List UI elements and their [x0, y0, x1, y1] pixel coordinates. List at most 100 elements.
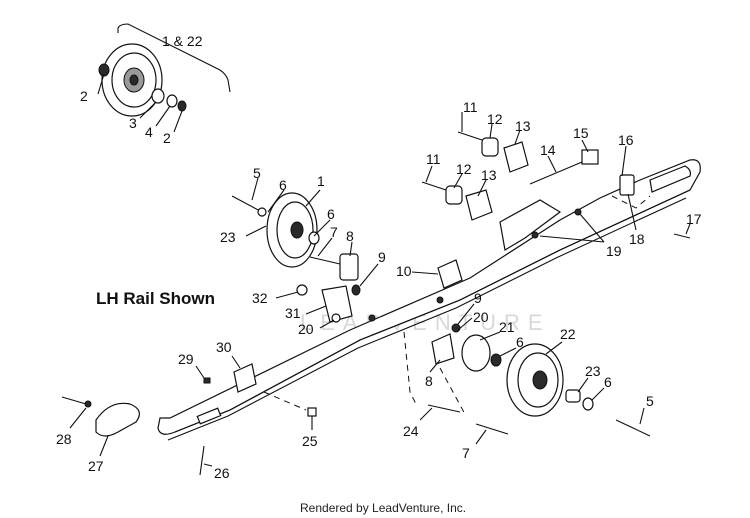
callout-22: 22	[560, 326, 576, 342]
leader-9a	[359, 263, 379, 287]
leader-15	[581, 139, 589, 153]
leader-19a	[539, 235, 605, 243]
callout-30: 30	[216, 339, 232, 355]
lower-wheel-washer	[582, 397, 594, 411]
leader-lines	[69, 73, 691, 467]
callout-7b: 7	[462, 445, 470, 461]
callout-15: 15	[573, 125, 589, 141]
callout-13b: 13	[481, 167, 497, 183]
callout-2a: 2	[80, 88, 88, 104]
leader-9b	[457, 303, 475, 325]
callout-10: 10	[396, 263, 412, 279]
callout-8a: 8	[346, 228, 354, 244]
clip-29	[203, 377, 211, 384]
leader-8a	[349, 241, 353, 257]
leader-11b	[425, 165, 433, 183]
wheel-bore	[129, 74, 139, 86]
bumper-30	[233, 363, 257, 393]
leader-31	[305, 305, 327, 315]
plate-31	[321, 285, 353, 323]
leader-4	[155, 105, 171, 127]
leader-14	[547, 155, 557, 173]
leader-32	[275, 291, 299, 299]
wheel-21	[461, 334, 491, 372]
leader-12b	[453, 173, 463, 189]
leader-7b	[475, 429, 487, 445]
bearing-left	[98, 63, 110, 77]
upper-wheel-hub	[290, 221, 304, 239]
leader-7a	[317, 237, 333, 257]
callout-1: 1	[317, 173, 325, 189]
leader-26	[203, 463, 213, 467]
callout-32: 32	[252, 290, 268, 306]
block-10	[437, 259, 463, 289]
leader-20a	[319, 319, 335, 329]
upper-wheel-washer	[257, 207, 267, 217]
callout-28: 28	[56, 431, 72, 447]
callout-20b: 20	[473, 309, 489, 325]
leader-12a	[489, 123, 493, 139]
leader-23a	[245, 225, 267, 237]
callout-12a: 12	[487, 111, 503, 127]
leader-22	[545, 341, 563, 355]
callout-4: 4	[145, 124, 153, 140]
callout-16: 16	[618, 132, 634, 148]
callout-27: 27	[88, 458, 104, 474]
callout-13a: 13	[515, 118, 531, 134]
leader-19b	[579, 213, 605, 243]
bolt-7a	[309, 256, 341, 265]
bumper-12b	[445, 185, 463, 205]
callout-17: 17	[686, 211, 702, 227]
leader-6d	[591, 387, 605, 401]
nut-32	[296, 284, 308, 296]
nut-9a	[351, 284, 361, 296]
callout-26: 26	[214, 465, 230, 481]
callout-11a: 11	[463, 99, 478, 115]
wheel-assembly-exploded	[98, 23, 231, 117]
callout-7a: 7	[330, 224, 338, 240]
callout-1-22: 1 & 22	[162, 33, 203, 49]
rail-side-caption: LH Rail Shown	[96, 289, 215, 308]
screw-26	[199, 445, 205, 476]
leader-21	[479, 331, 501, 341]
leader-6a	[267, 189, 285, 213]
leader-20b	[457, 317, 473, 331]
assembly-bracket	[117, 23, 231, 93]
leader-16	[621, 145, 627, 177]
callout-5b: 5	[646, 393, 654, 409]
callout-5a: 5	[253, 165, 261, 181]
rail-body	[157, 159, 701, 435]
leader-2a	[97, 73, 105, 95]
callout-9b: 9	[474, 290, 482, 306]
snap-ring	[166, 94, 178, 108]
leader-29	[195, 365, 205, 379]
upper-wheel-bolt	[231, 195, 263, 213]
bracket-8a	[339, 253, 359, 281]
bumpers	[421, 131, 691, 239]
rail-edge-bottom	[167, 197, 687, 441]
bolt-11a	[457, 131, 483, 141]
callout-8b: 8	[425, 373, 433, 389]
leader-2b	[173, 110, 183, 133]
callout-6b: 6	[327, 206, 335, 222]
callout-14: 14	[540, 142, 556, 158]
leader-23b	[577, 377, 589, 393]
callout-25: 25	[302, 433, 318, 449]
bumper-13a	[503, 141, 529, 173]
callout-6d: 6	[604, 374, 612, 390]
callout-11b: 11	[426, 151, 441, 167]
leader-6b	[313, 219, 331, 237]
callout-18: 18	[629, 231, 645, 247]
bolt-14	[529, 161, 583, 185]
leader-30	[231, 355, 241, 369]
upper-wheel-spacer	[308, 231, 320, 245]
tip-leader	[61, 396, 87, 405]
callout-3: 3	[129, 115, 137, 131]
spacer-ring	[151, 88, 165, 104]
washer-6c	[490, 353, 502, 367]
upper-wheel	[231, 192, 320, 268]
pin-17	[673, 233, 691, 239]
leader-18	[627, 193, 637, 231]
bumper-12a	[481, 137, 499, 157]
